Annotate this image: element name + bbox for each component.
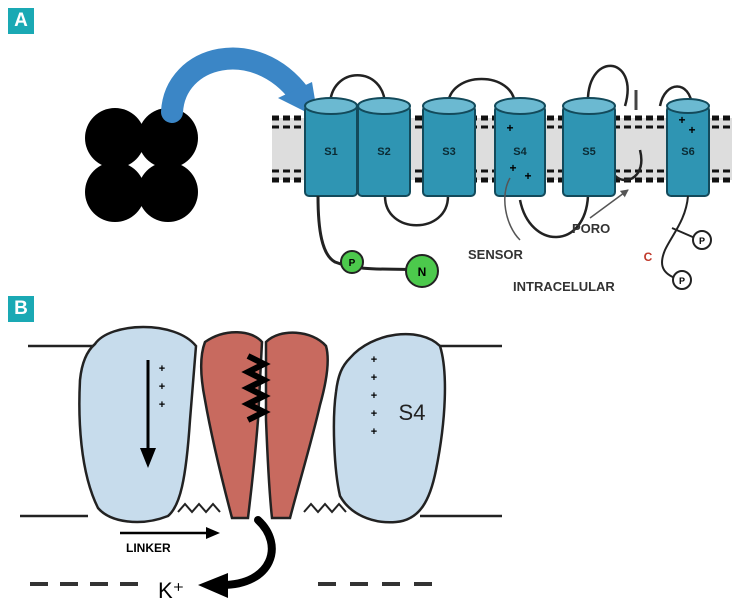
s4-charge-2: + — [509, 161, 516, 175]
s4-charge-1: + — [506, 121, 513, 135]
s4-charge-3: + — [524, 169, 531, 183]
sensor-label: SENSOR — [468, 247, 524, 262]
helix-s5: S5 — [563, 98, 615, 196]
curved-arrow-icon — [172, 59, 318, 118]
s6-charge-2: + — [688, 123, 695, 137]
phospho-label-n: P — [349, 258, 356, 269]
n-terminal-label: N — [418, 265, 427, 279]
ion-label: K⁺ — [158, 578, 184, 603]
helix-s6-label: S6 — [681, 146, 694, 158]
helix-s1: S1 — [305, 98, 357, 196]
right-charge-4: + — [371, 408, 377, 420]
n-terminal-tail: P N — [318, 196, 438, 287]
helix-s4: + S4 + + — [495, 98, 545, 196]
helix-s4-label: S4 — [513, 146, 527, 158]
s4-label: S4 — [399, 400, 426, 425]
right-charge-3: + — [371, 390, 377, 402]
helix-s5-label: S5 — [582, 146, 595, 158]
pore-domain — [201, 332, 328, 518]
linker-arrow — [120, 527, 220, 539]
left-charge-1: + — [159, 363, 165, 375]
voltage-sensor-left: + + + — [79, 327, 196, 522]
left-charge-3: + — [159, 399, 165, 411]
s6-charge-1: + — [678, 113, 685, 127]
right-charge-1: + — [371, 354, 377, 366]
voltage-sensor-right: + + + + + S4 — [334, 334, 445, 522]
poro-label: PORO — [572, 221, 610, 236]
linker-zigzags — [178, 504, 346, 512]
c-terminal-tail: P P C — [644, 196, 711, 289]
linker-label: LINKER — [126, 541, 171, 555]
four-subunit-tetramer-icon — [85, 108, 198, 222]
right-charge-2: + — [371, 372, 377, 384]
left-charge-2: + — [159, 381, 165, 393]
helix-s3: S3 — [423, 98, 475, 196]
helix-s2-label: S2 — [377, 146, 390, 158]
phospho-label-c-2: P — [679, 276, 685, 286]
helix-s3-label: S3 — [442, 146, 455, 158]
helix-s2: S2 — [358, 98, 410, 196]
helix-s6: + + S6 — [667, 99, 709, 196]
right-charge-5: + — [371, 426, 377, 438]
c-terminal-label: C — [644, 250, 653, 264]
intracelular-label: INTRACELULAR — [513, 279, 615, 294]
helix-s1-label: S1 — [324, 146, 337, 158]
phospho-label-c-1: P — [699, 236, 705, 246]
